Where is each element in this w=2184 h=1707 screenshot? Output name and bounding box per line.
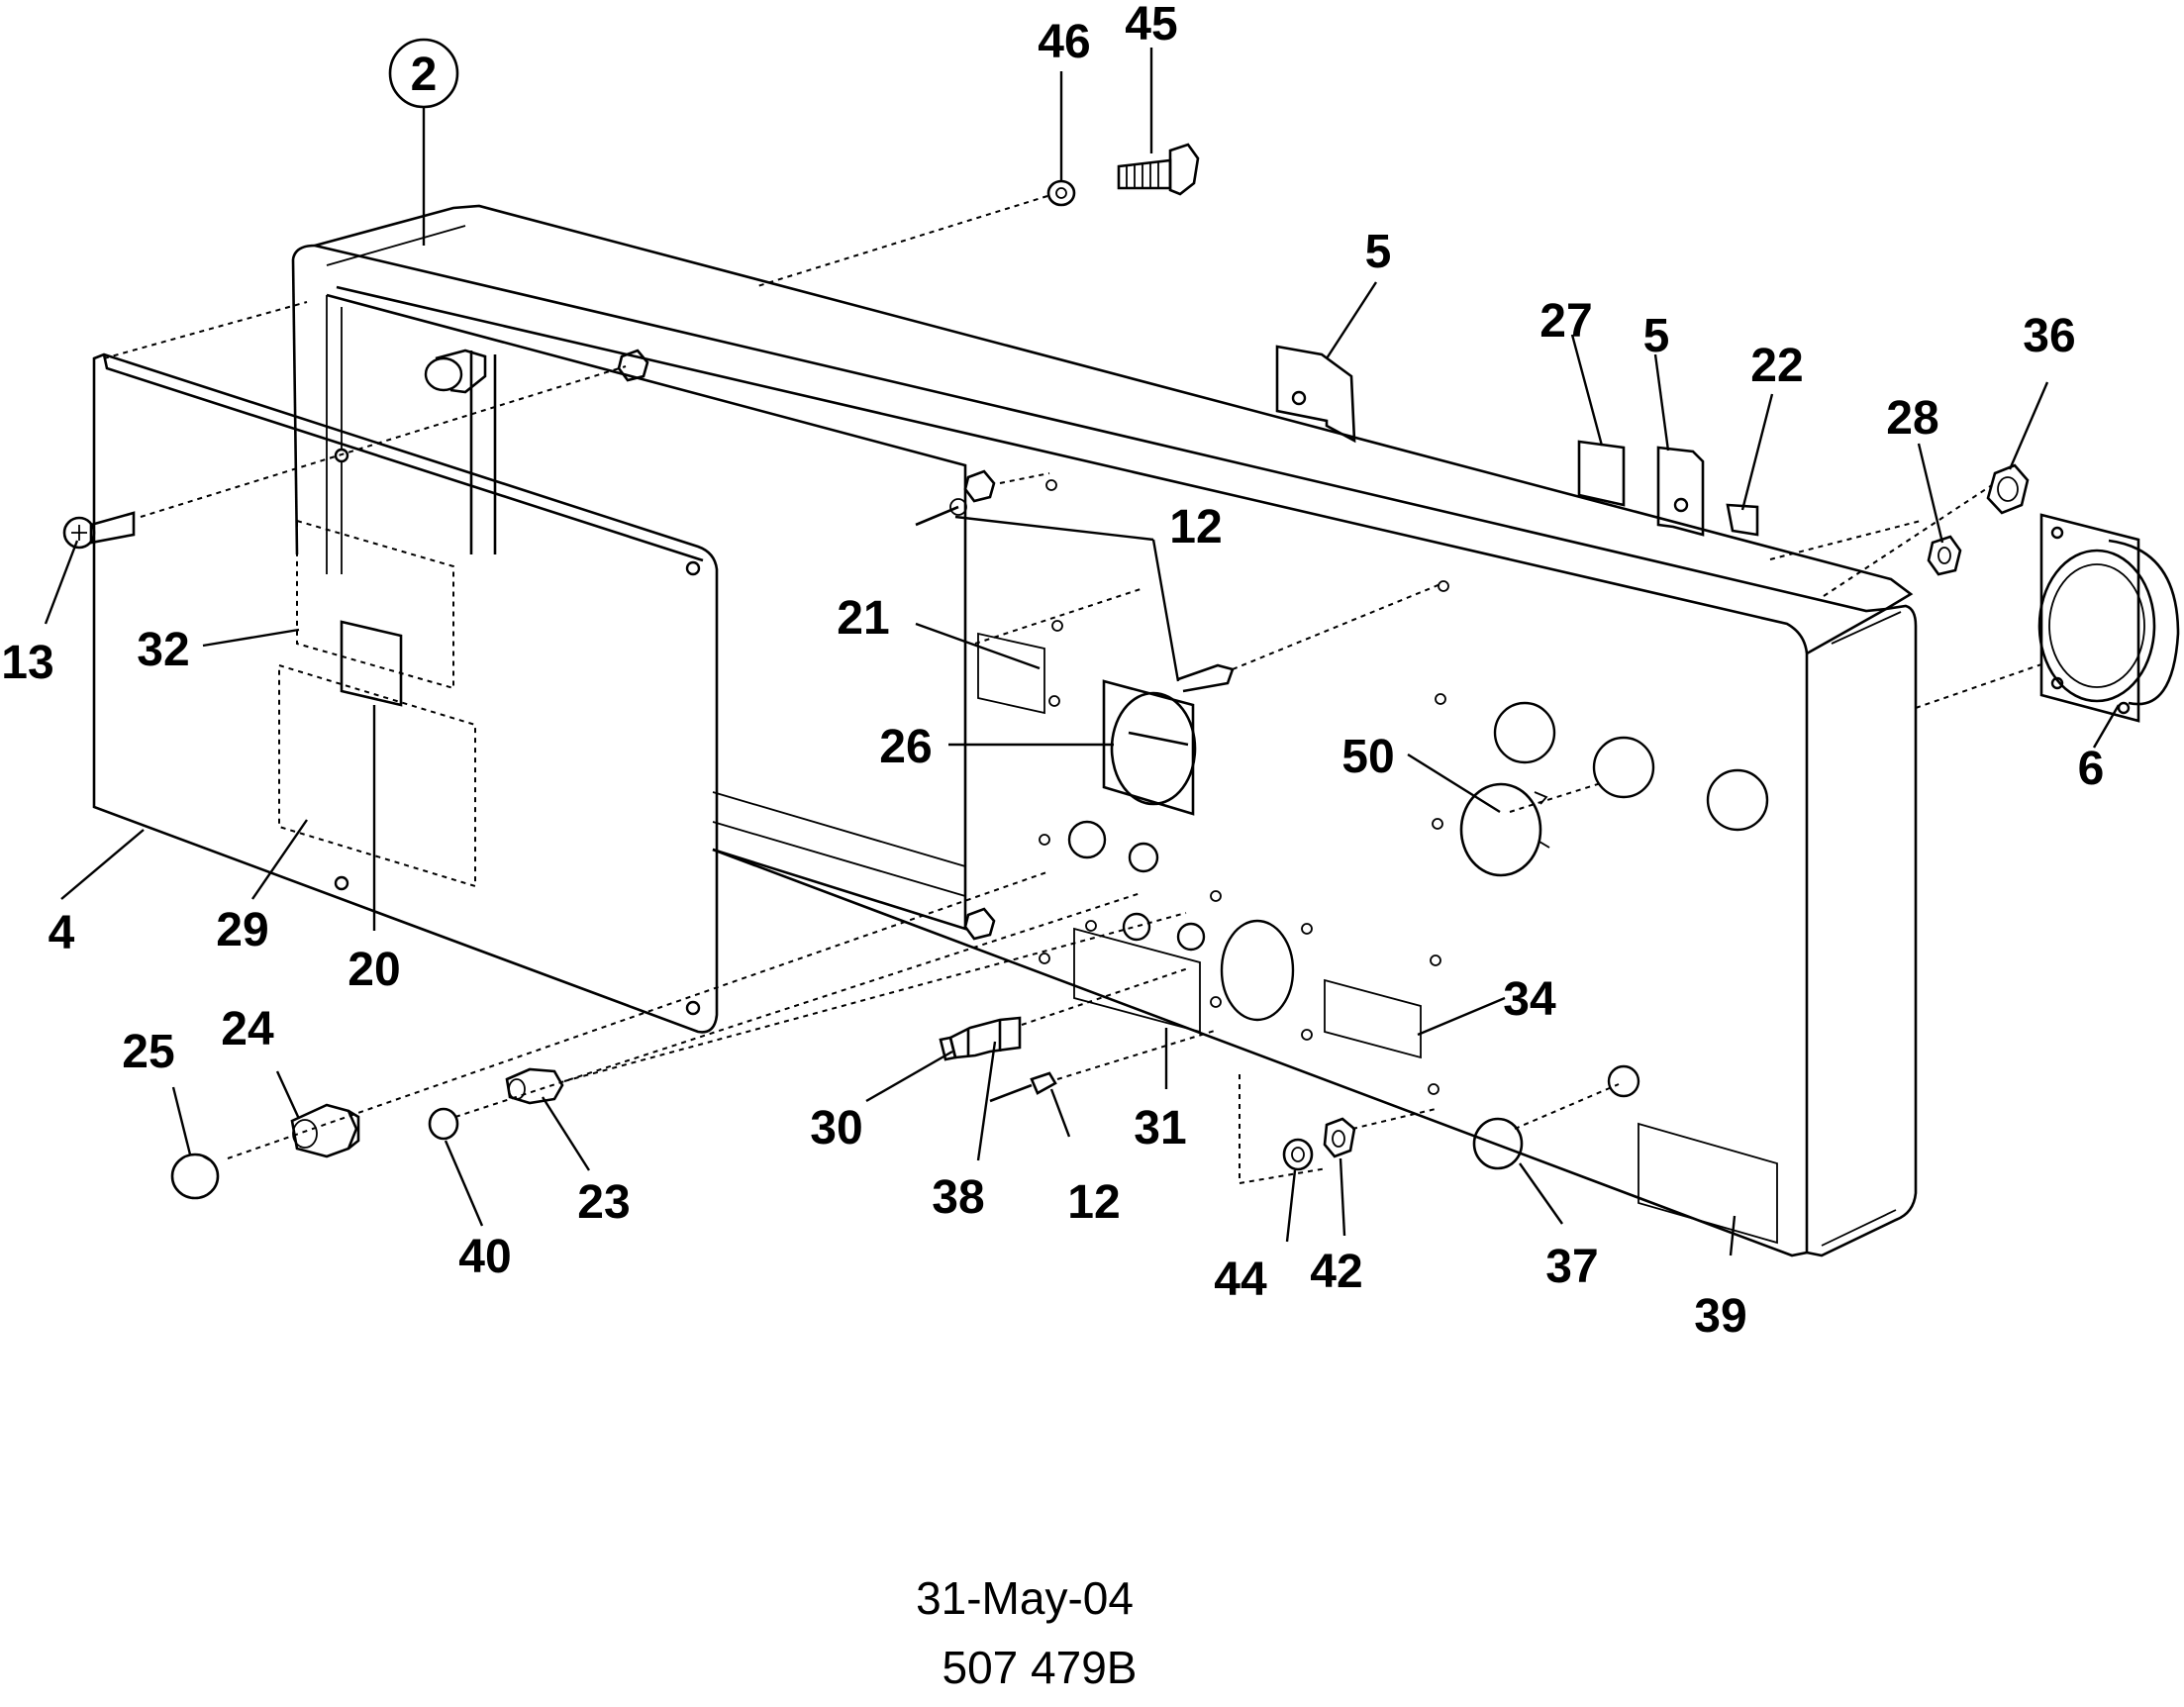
callout-42: 42 [1310,1246,1362,1298]
callout-21: 21 [837,592,889,645]
callout-20: 20 [347,944,400,996]
callout-27: 27 [1539,295,1592,348]
callout-22: 22 [1750,340,1803,392]
hardware-parts [62,143,2180,1200]
callout-34: 34 [1503,973,1556,1026]
callout-5-right: 5 [1643,310,1670,362]
callout-2: 2 [411,49,438,101]
callout-30: 30 [810,1102,862,1155]
callout-31: 31 [1134,1102,1186,1155]
callout-40: 40 [458,1231,511,1283]
callout-12-upper: 12 [1169,501,1222,553]
callout-36: 36 [2023,310,2075,362]
callout-29: 29 [216,904,268,956]
callout-38: 38 [932,1171,984,1224]
callout-6: 6 [2078,743,2105,795]
callout-5-left: 5 [1365,226,1392,278]
callout-4: 4 [49,907,75,959]
footer-drawing-number: 507 479B [943,1642,1138,1693]
callout-32: 32 [137,624,189,676]
callout-24: 24 [221,1003,274,1055]
callout-37: 37 [1545,1241,1598,1293]
leader-lines [44,38,2121,1256]
door-panel [92,352,719,1034]
footer-date: 31-May-04 [916,1572,1134,1624]
callout-44: 44 [1214,1254,1267,1306]
callout-labels: 2 4 5 5 6 12 12 13 20 21 22 23 24 25 26 … [1,0,2104,1343]
callout-12-lower: 12 [1067,1176,1120,1229]
assembly-lines [103,195,2045,1159]
callout-23: 23 [577,1176,630,1229]
callout-13: 13 [1,637,53,689]
footer: 31-May-04 507 479B [916,1572,1137,1693]
callout-50: 50 [1341,731,1394,783]
callout-25: 25 [122,1026,174,1078]
callout-26: 26 [879,721,932,773]
callout-28: 28 [1886,392,1938,445]
callout-45: 45 [1125,0,1177,50]
callout-39: 39 [1694,1290,1746,1343]
callout-46: 46 [1038,16,1090,68]
